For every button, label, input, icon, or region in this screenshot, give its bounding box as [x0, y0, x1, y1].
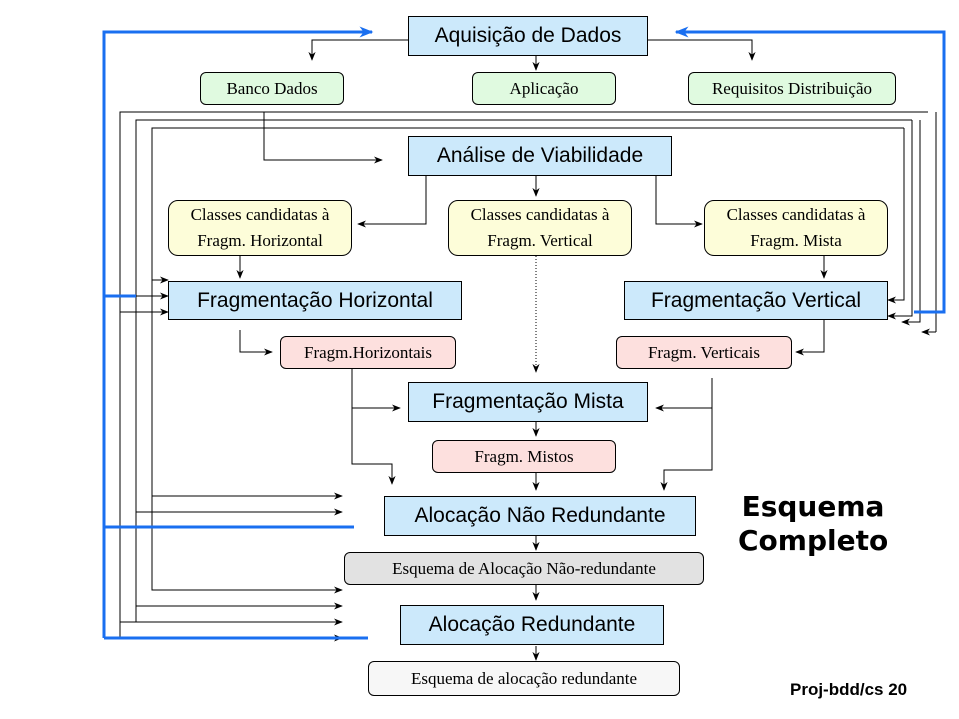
node-label-line2: Fragm. Mista	[750, 231, 842, 250]
node-label: Esquema de Alocação Não-redundante	[392, 558, 656, 578]
node-aloc-nao-redundante: Alocação Não Redundante	[384, 496, 696, 536]
edge-fv-fvs	[795, 320, 825, 356]
node-label-line1: Classes candidatas à	[470, 205, 610, 224]
node-label: Aquisição de Dados	[434, 24, 622, 47]
node-label: Fragmentação Mista	[432, 390, 624, 413]
node-aquisicao-dados: Aquisição de Dados	[408, 16, 648, 56]
node-esquema-redundante: Esquema de alocação redundante	[368, 661, 680, 696]
node-aloc-redundante: Alocação Redundante	[400, 605, 664, 645]
node-frag-mista: Fragmentação Mista	[408, 382, 648, 422]
node-label-line1: Classes candidatas à	[726, 205, 866, 224]
edge-aquisicao-banco	[308, 39, 408, 61]
edge-frame-mid2	[135, 119, 912, 622]
node-label: Requisitos Distribuição	[711, 78, 873, 98]
node-fragms-horizontais: Fragm.Horizontais	[280, 336, 456, 369]
node-label: Fragmentação Horizontal	[197, 288, 433, 312]
edge-fh-fhs	[239, 330, 273, 356]
node-label: Alocação Não Redundante	[414, 504, 666, 527]
node-esquema-nao-redundante: Esquema de Alocação Não-redundante	[344, 552, 704, 585]
feedback-left	[102, 26, 374, 638]
node-label: Alocação Redundante	[428, 613, 636, 636]
edge-fhs-anr	[351, 408, 396, 485]
edge-fvs-fm	[655, 378, 713, 412]
edge-mid2-right	[887, 120, 913, 320]
edge-aquisicao-requisitos	[648, 39, 756, 61]
edge-frame-mid	[901, 120, 921, 326]
note-line-2: Completo	[738, 524, 889, 557]
node-frag-vertical: Fragmentação Vertical	[624, 281, 888, 320]
node-label-line1: Classes candidatas à	[190, 205, 330, 224]
node-label: Análise de Viabilidade	[436, 144, 644, 167]
node-aplicacao: Aplicação	[472, 72, 616, 105]
edge-frame-inner-right	[887, 128, 905, 304]
node-label: Fragmentação Vertical	[650, 288, 862, 312]
edge-analise-cand-h	[357, 176, 427, 228]
node-cand-vertical: Classes candidatas à Fragm. Vertical	[448, 200, 632, 256]
node-label: Fragm. Mistos	[474, 446, 574, 466]
node-cand-horizontal: Classes candidatas à Fragm. Horizontal	[168, 200, 352, 256]
node-frag-horizontal: Fragmentação Horizontal	[168, 281, 462, 320]
feedback-right	[674, 26, 946, 314]
note-line-1: Esquema	[741, 490, 885, 523]
slide-footer: Proj-bdd/cs 20	[790, 680, 908, 699]
node-label: Banco Dados	[226, 78, 318, 98]
node-analise-viabilidade: Análise de Viabilidade	[408, 136, 672, 176]
node-banco-dados: Banco Dados	[200, 72, 344, 105]
node-fragms-verticais: Fragm. Verticais	[616, 336, 792, 369]
node-cand-mista: Classes candidatas à Fragm. Mista	[704, 200, 888, 256]
node-fragms-mistos: Fragm. Mistos	[432, 440, 616, 473]
edge-banco-analise	[263, 112, 383, 164]
edge-frame-inner	[151, 127, 904, 594]
diagram-title-note: Esquema Completo	[738, 490, 888, 558]
edge-analise-cand-m	[655, 176, 703, 228]
node-label-line2: Fragm. Vertical	[487, 231, 593, 250]
node-label: Aplicação	[509, 78, 579, 98]
node-label: Fragm.Horizontais	[304, 342, 432, 362]
node-requisitos-distribuicao: Requisitos Distribuição	[688, 72, 896, 105]
node-label: Fragm. Verticais	[647, 342, 761, 362]
edge-fvs-anr	[660, 408, 713, 491]
node-label: Esquema de alocação redundante	[410, 668, 638, 688]
node-label-line2: Fragm. Horizontal	[197, 231, 323, 250]
edge-fhs-fm	[351, 368, 401, 412]
